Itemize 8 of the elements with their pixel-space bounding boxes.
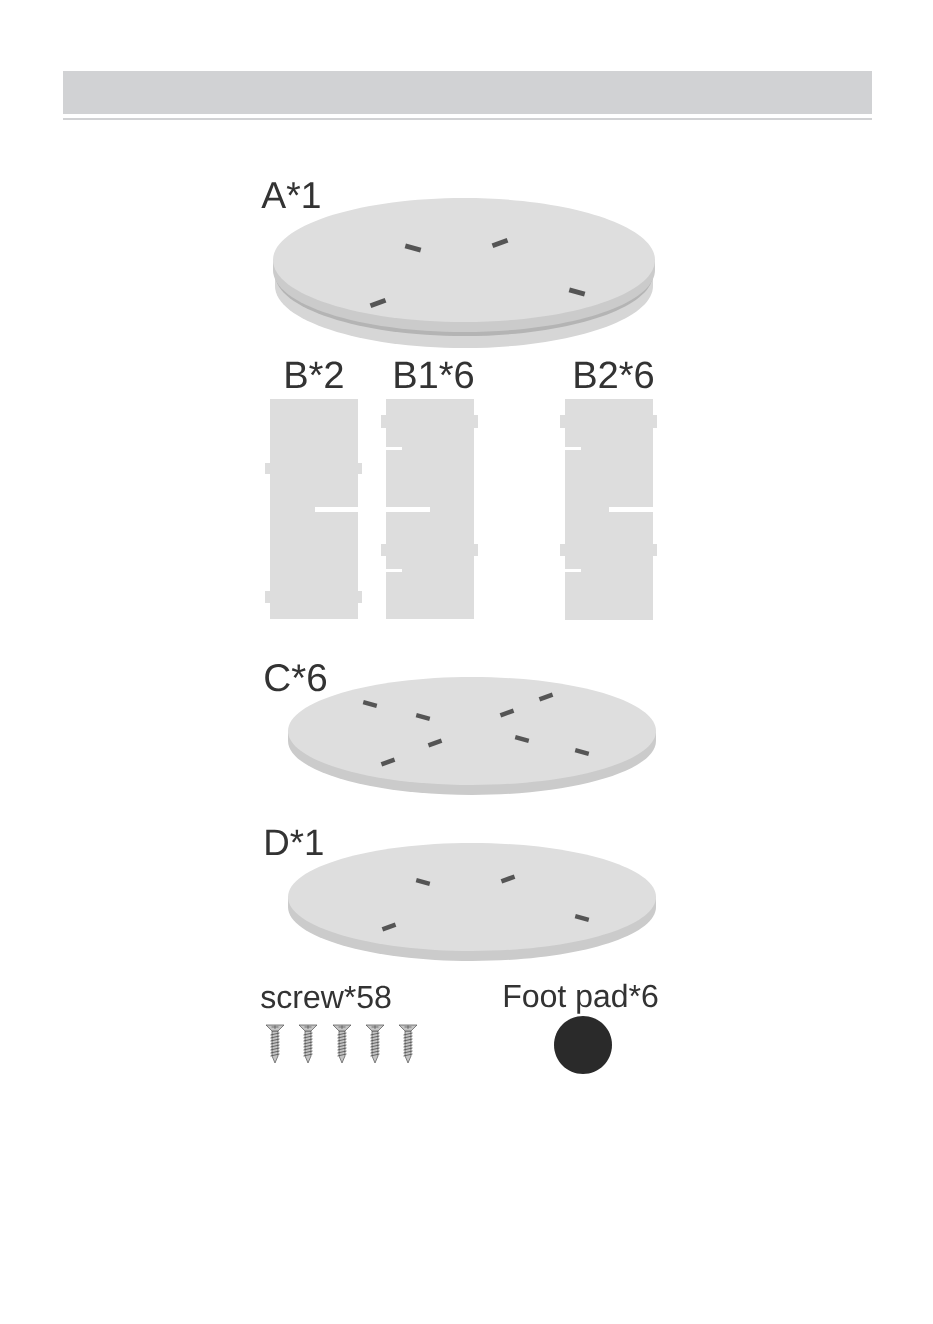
part-label: screw*58 [261,985,391,1009]
part-label: Foot pad*6 [504,983,658,1014]
part-label: C*6 [265,664,327,692]
part-label: D*1 [266,829,323,855]
part-label: B*2 [286,361,343,388]
part-label: A*1 [261,182,320,208]
part-label: B2*6 [575,361,653,389]
part-label: B1*6 [395,361,473,389]
